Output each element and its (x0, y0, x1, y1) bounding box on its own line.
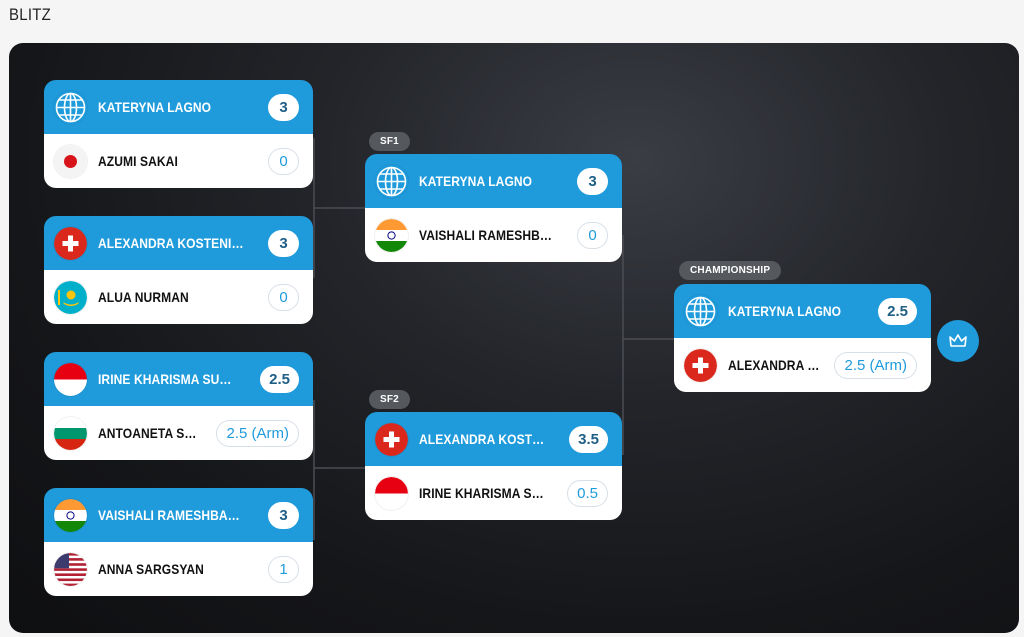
usa-flag-icon (54, 552, 87, 586)
score-badge: 0 (268, 147, 299, 175)
bracket-board: KATERYNA LAGNO 3 AZUMI SAKAI 0 ALEXANDRA… (9, 43, 1019, 633)
qf-match-1: KATERYNA LAGNO 3 AZUMI SAKAI 0 (44, 80, 313, 188)
score-badge: 2.5 (Arm) (216, 419, 299, 447)
player-name: VAISHALI RAMESHBABU (419, 227, 555, 243)
india-flag-icon (54, 498, 87, 532)
score-badge: 3 (268, 229, 299, 257)
player-name: KATERYNA LAGNO (419, 173, 533, 189)
page-title: BLITZ (9, 5, 52, 24)
score-badge: 2.5 (260, 365, 299, 393)
player-name: ALUA NURMAN (98, 289, 189, 305)
sf1-winner-row[interactable]: KATERYNA LAGNO 3 (365, 154, 622, 208)
japan-flag-icon (54, 144, 87, 178)
champion-crown-button[interactable] (937, 320, 979, 362)
score-badge: 3 (268, 501, 299, 529)
score-badge: 3 (577, 167, 608, 195)
player-name: ALEXANDRA KOSTENIUK (98, 235, 245, 251)
crown-icon (949, 334, 967, 347)
player-name: IRINE KHARISMA SUKANDAR (98, 371, 237, 387)
kazakhstan-flag-icon (54, 280, 87, 314)
player-name: ANNA SARGSYAN (98, 561, 204, 577)
globe-icon (375, 164, 408, 198)
globe-icon (54, 90, 87, 124)
score-badge: 2.5 (Arm) (834, 351, 917, 379)
player-name: AZUMI SAKAI (98, 153, 178, 169)
sf1-loser-row[interactable]: VAISHALI RAMESHBABU 0 (365, 208, 622, 262)
final-winner-row[interactable]: KATERYNA LAGNO 2.5 (674, 284, 931, 338)
indonesia-flag-icon (54, 362, 87, 396)
qf3-winner-row[interactable]: IRINE KHARISMA SUKANDAR 2.5 (44, 352, 313, 406)
player-name: ANTOANETA STEFANOVA (98, 425, 200, 441)
score-badge: 2.5 (878, 297, 917, 325)
qf3-loser-row[interactable]: ANTOANETA STEFANOVA 2.5 (Arm) (44, 406, 313, 460)
player-name: VAISHALI RAMESHBABU (98, 507, 245, 523)
switzerland-flag-icon (375, 422, 408, 456)
player-name: IRINE KHARISMA SUKANDAR (419, 485, 546, 501)
sf-match-2: ALEXANDRA KOSTENIUK 3.5 IRINE KHARISMA S… (365, 412, 622, 520)
score-badge: 0 (577, 221, 608, 249)
score-badge: 0.5 (567, 479, 608, 507)
globe-icon (684, 294, 717, 328)
india-flag-icon (375, 218, 408, 252)
player-name: KATERYNA LAGNO (98, 99, 212, 115)
score-badge: 1 (268, 555, 299, 583)
qf4-winner-row[interactable]: VAISHALI RAMESHBABU 3 (44, 488, 313, 542)
player-name: ALEXANDRA KOSTENIUK (728, 357, 820, 373)
qf2-winner-row[interactable]: ALEXANDRA KOSTENIUK 3 (44, 216, 313, 270)
qf1-winner-row[interactable]: KATERYNA LAGNO 3 (44, 80, 313, 134)
qf2-loser-row[interactable]: ALUA NURMAN 0 (44, 270, 313, 324)
sf2-winner-row[interactable]: ALEXANDRA KOSTENIUK 3.5 (365, 412, 622, 466)
score-badge: 0 (268, 283, 299, 311)
qf4-loser-row[interactable]: ANNA SARGSYAN 1 (44, 542, 313, 596)
bulgaria-flag-icon (54, 416, 87, 450)
championship-match: KATERYNA LAGNO 2.5 ALEXANDRA KOSTENIUK 2… (674, 284, 931, 392)
switzerland-flag-icon (54, 226, 87, 260)
bracket-connectors (313, 138, 674, 540)
player-name: KATERYNA LAGNO (728, 303, 842, 319)
indonesia-flag-icon (375, 476, 408, 510)
switzerland-flag-icon (684, 348, 717, 382)
qf-match-4: VAISHALI RAMESHBABU 3 ANNA SARGSYAN 1 (44, 488, 313, 596)
sf-match-1: KATERYNA LAGNO 3 VAISHALI RAMESHBABU 0 (365, 154, 622, 262)
final-loser-row[interactable]: ALEXANDRA KOSTENIUK 2.5 (Arm) (674, 338, 931, 392)
qf-match-3: IRINE KHARISMA SUKANDAR 2.5 ANTOANETA ST… (44, 352, 313, 460)
qf-match-2: ALEXANDRA KOSTENIUK 3 ALUA NURMAN 0 (44, 216, 313, 324)
player-name: ALEXANDRA KOSTENIUK (419, 431, 549, 447)
sf2-loser-row[interactable]: IRINE KHARISMA SUKANDAR 0.5 (365, 466, 622, 520)
score-badge: 3.5 (569, 425, 608, 453)
qf1-loser-row[interactable]: AZUMI SAKAI 0 (44, 134, 313, 188)
championship-label: CHAMPIONSHIP (679, 261, 782, 280)
score-badge: 3 (268, 93, 299, 121)
sf1-label: SF1 (369, 132, 410, 151)
sf2-label: SF2 (369, 390, 410, 409)
